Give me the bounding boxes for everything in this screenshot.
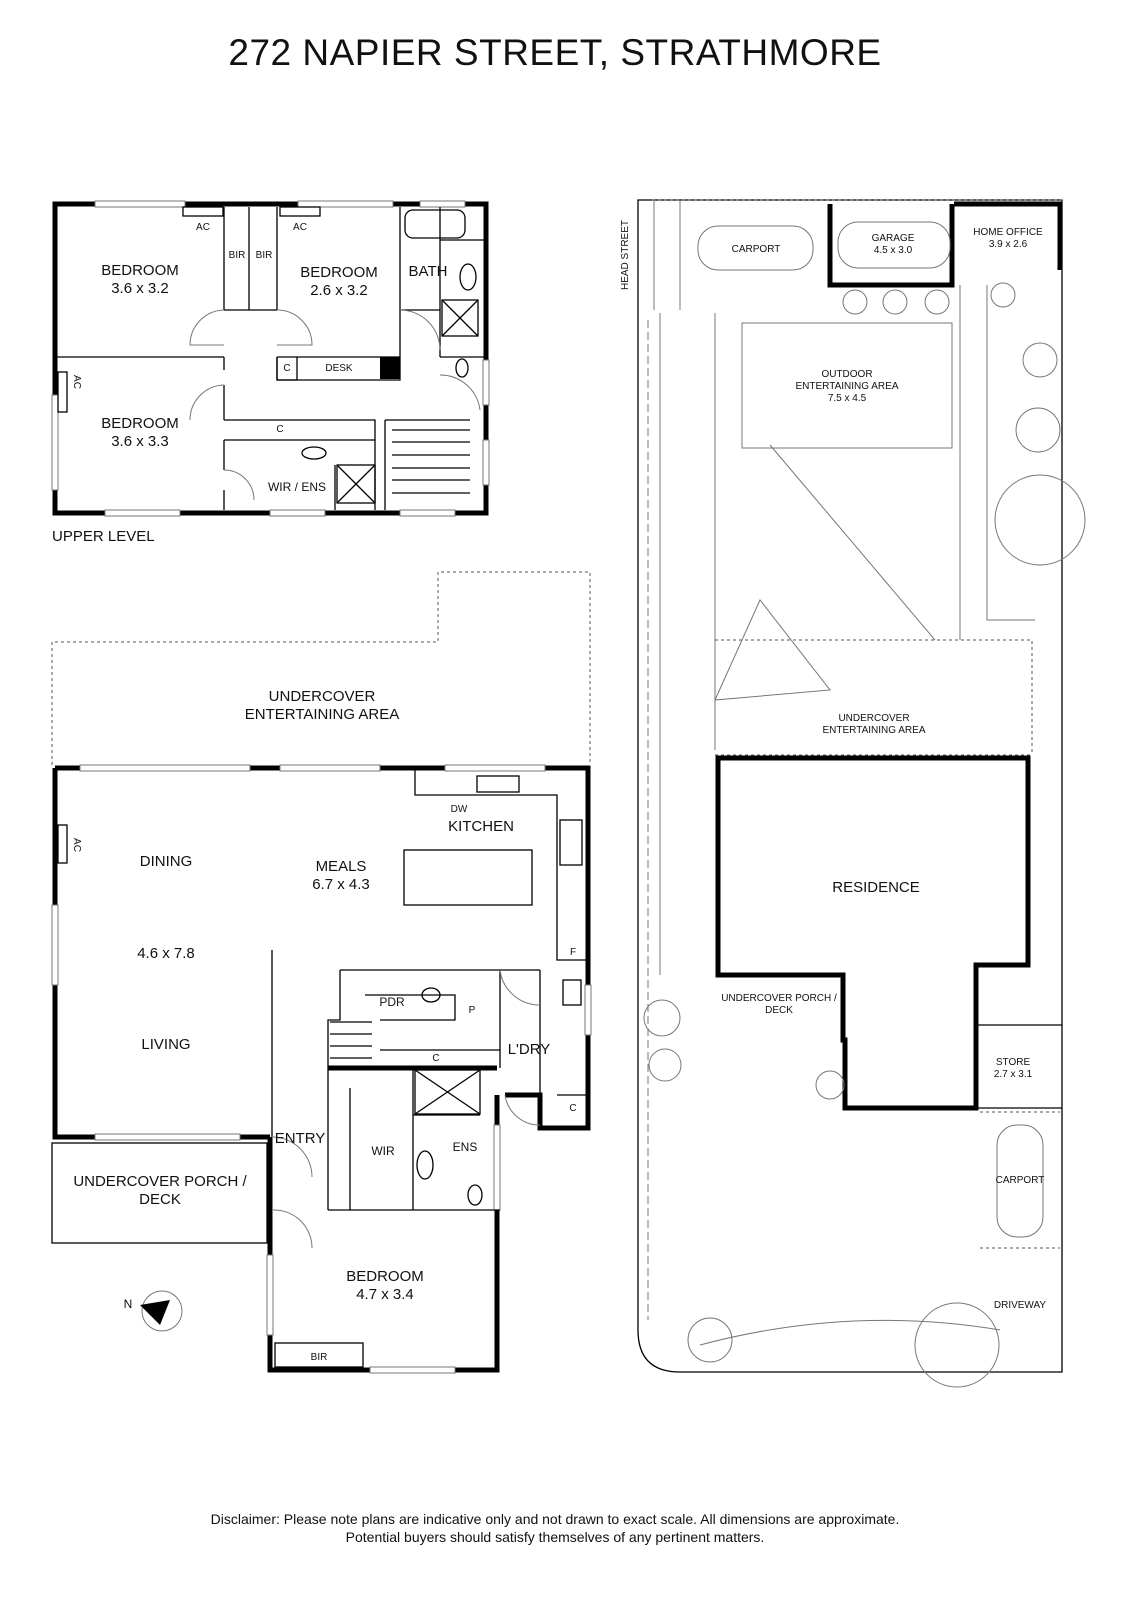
wir-label: WIR — [371, 1144, 395, 1158]
home-office-size: 3.9 x 2.6 — [989, 239, 1028, 250]
wir-ens-label: WIR / ENS — [268, 480, 326, 494]
c1-label-ground: C — [432, 1053, 439, 1064]
porch-line2: DECK — [139, 1191, 181, 1208]
upper-level-plan: BEDROOM 3.6 x 3.2 BEDROOM 2.6 x 3.2 BEDR… — [51, 200, 490, 545]
f-label: F — [570, 947, 576, 958]
ac-label: AC — [71, 838, 82, 852]
bedroom3-size: 3.6 x 3.3 — [111, 433, 169, 450]
c2-label: C — [276, 424, 283, 435]
bedroom1-size: 3.6 x 3.2 — [111, 280, 169, 297]
compass-icon: N — [124, 1290, 183, 1332]
store-name: STORE — [996, 1057, 1031, 1068]
p-label: P — [469, 1005, 476, 1016]
desk-label: DESK — [325, 363, 353, 374]
dw-label: DW — [451, 804, 468, 815]
column-block — [380, 357, 400, 379]
ground-level-plan: UNDERCOVER ENTERTAINING AREA DINING 4.6 … — [51, 571, 592, 1374]
compass-north-label: N — [124, 1297, 133, 1311]
site-porch-line1: UNDERCOVER PORCH / — [721, 993, 837, 1004]
carport1-label: CARPORT — [732, 244, 781, 255]
ground-porch — [51, 1142, 268, 1244]
driveway-label: DRIVEWAY — [994, 1300, 1047, 1311]
cars — [697, 221, 1044, 1238]
living-label: LIVING — [141, 1036, 190, 1053]
undercover-line2: ENTERTAINING AREA — [245, 706, 399, 723]
bedroom-size-ground: 4.7 x 3.4 — [356, 1286, 414, 1303]
site-boundary — [637, 199, 1063, 1373]
laundry-label: L'DRY — [508, 1041, 551, 1058]
outdoor-line2: ENTERTAINING AREA — [796, 381, 899, 392]
disclaimer: Disclaimer: Please note plans are indica… — [0, 1510, 1110, 1546]
disclaimer-line2: Potential buyers should satisfy themselv… — [345, 1529, 765, 1545]
ground-windows — [51, 764, 592, 1374]
c1-label: C — [283, 363, 290, 374]
ac1-label: AC — [196, 222, 210, 233]
c2-label-ground: C — [569, 1103, 576, 1114]
bedroom-name-ground: BEDROOM — [346, 1268, 424, 1285]
shower — [441, 299, 479, 337]
disclaimer-line1: Disclaimer: Please note plans are indica… — [210, 1511, 900, 1527]
kitchen-label: KITCHEN — [448, 818, 514, 835]
bir1-label: BIR — [229, 250, 246, 261]
entry-label: ENTRY — [275, 1130, 326, 1147]
upper-windows — [51, 200, 490, 517]
dining-label: DINING — [140, 853, 193, 870]
plan-title: 272 NAPIER STREET, STRATHMORE — [228, 32, 882, 73]
meals-name: MEALS — [316, 858, 367, 875]
store-size: 2.7 x 3.1 — [994, 1069, 1033, 1080]
meals-size: 6.7 x 4.3 — [312, 876, 370, 893]
garage-name: GARAGE — [872, 233, 915, 244]
bedroom2-size: 2.6 x 3.2 — [310, 282, 368, 299]
trees — [643, 282, 1086, 1388]
bir-label-ground: BIR — [311, 1352, 328, 1363]
site-porch-line2: DECK — [765, 1005, 793, 1016]
porch-line1: UNDERCOVER PORCH / — [73, 1173, 247, 1190]
outdoor-line1: OUTDOOR — [821, 369, 872, 380]
garage-size: 4.5 x 3.0 — [874, 245, 913, 256]
outdoor-area — [741, 322, 953, 449]
bedroom3-name: BEDROOM — [101, 415, 179, 432]
site-plan: HEAD STREET CARPORT GARAGE 4.5 x 3.0 HOM… — [620, 199, 1086, 1388]
bathtub — [404, 209, 466, 239]
outdoor-size: 7.5 x 4.5 — [828, 393, 867, 404]
head-street-label: HEAD STREET — [620, 220, 631, 290]
carport2-label: CARPORT — [996, 1175, 1045, 1186]
bedroom1-name: BEDROOM — [101, 262, 179, 279]
upper-level-label: UPPER LEVEL — [52, 528, 155, 545]
site-undercover-line1: UNDERCOVER — [838, 713, 909, 724]
bedroom2-name: BEDROOM — [300, 264, 378, 281]
undercover-line1: UNDERCOVER — [269, 688, 376, 705]
residence-label: RESIDENCE — [832, 879, 920, 896]
ens-label: ENS — [453, 1140, 478, 1154]
kitchen-island — [403, 849, 533, 906]
pdr-label: PDR — [379, 995, 405, 1009]
bir2-label: BIR — [256, 250, 273, 261]
home-office-name: HOME OFFICE — [973, 227, 1043, 238]
bath-label: BATH — [409, 263, 448, 280]
site-undercover-line2: ENTERTAINING AREA — [823, 725, 926, 736]
ac3-label: AC — [71, 375, 82, 389]
living-size: 4.6 x 7.8 — [137, 945, 195, 962]
ac2-label: AC — [293, 222, 307, 233]
